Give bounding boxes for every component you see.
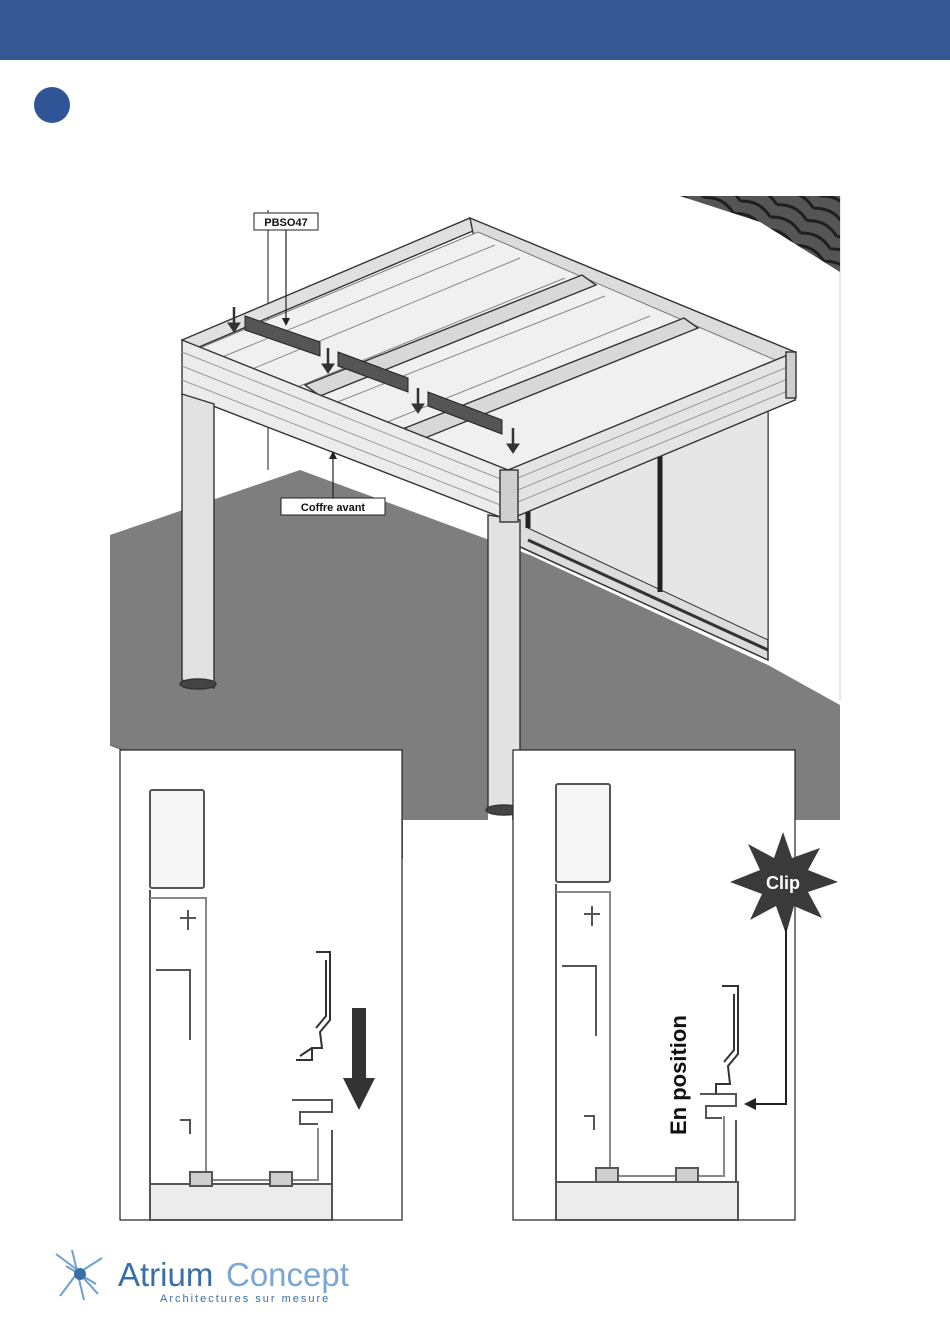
in-position-text: En position	[666, 1015, 691, 1135]
part-code-text: PBSO47	[264, 217, 307, 229]
logo-name-part1: Atrium	[118, 1256, 213, 1293]
atrium-concept-logo: Atrium Concept Architectures sur mesure	[56, 1250, 349, 1305]
detail-panel-before	[120, 750, 402, 1220]
detail-panel-after: Clip En position	[513, 750, 838, 1220]
clip-text: Clip	[766, 873, 800, 893]
logo-tagline: Architectures sur mesure	[160, 1293, 330, 1305]
logo-name-part2: Concept	[226, 1256, 349, 1293]
logo-star-icon	[56, 1250, 102, 1300]
front-box-text: Coffre avant	[301, 502, 366, 514]
